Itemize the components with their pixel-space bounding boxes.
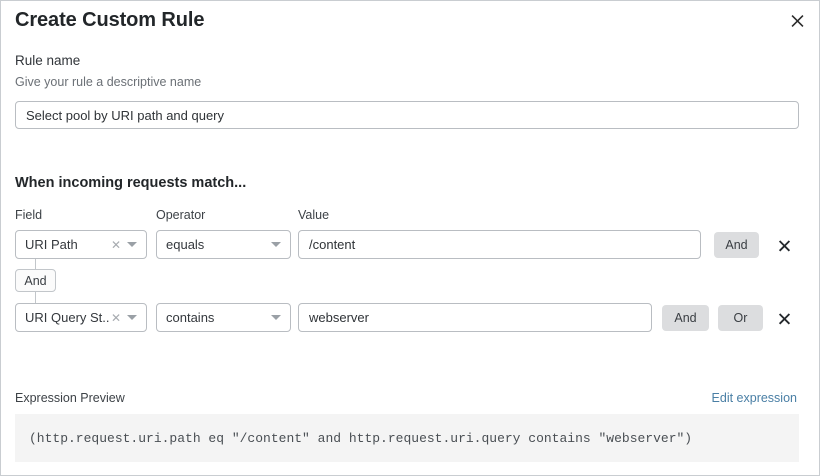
row-1-and-button[interactable]: And (714, 232, 759, 258)
rule-name-label: Rule name (15, 53, 81, 68)
edit-expression-link[interactable]: Edit expression (711, 391, 797, 405)
chevron-down-icon[interactable] (271, 315, 281, 320)
expression-preview-label: Expression Preview (15, 391, 125, 405)
row-2-field-value: URI Query St... (25, 310, 109, 325)
row-2-field-select[interactable]: URI Query St... ✕ (15, 303, 147, 332)
connector-and-badge[interactable]: And (15, 269, 56, 292)
row-1-value-input[interactable] (298, 230, 701, 259)
row-1-operator-select[interactable]: equals (156, 230, 291, 259)
row-1-field-value: URI Path (25, 237, 78, 252)
chevron-down-icon[interactable] (271, 242, 281, 247)
expression-preview-box: (http.request.uri.path eq "/content" and… (15, 414, 799, 462)
rule-name-help-text: Give your rule a descriptive name (15, 75, 202, 89)
chevron-down-icon[interactable] (127, 242, 137, 247)
row-2-value-input[interactable] (298, 303, 652, 332)
row-2-operator-select[interactable]: contains (156, 303, 291, 332)
connector-line-top (35, 259, 36, 269)
row-1-field-select[interactable]: URI Path ✕ (15, 230, 147, 259)
row-1-operator-value: equals (166, 237, 205, 252)
column-header-value: Value (298, 208, 330, 222)
row-2-or-button[interactable]: Or (718, 305, 763, 331)
row-2-delete-icon[interactable] (774, 308, 794, 328)
connector-line-bottom (35, 292, 36, 303)
chevron-down-icon[interactable] (127, 315, 137, 320)
clear-icon[interactable]: ✕ (110, 310, 121, 325)
column-header-field: Field (15, 208, 43, 222)
conditions-heading: When incoming requests match... (15, 175, 247, 191)
dialog-title: Create Custom Rule (15, 9, 205, 31)
column-header-operator: Operator (156, 208, 206, 222)
close-icon[interactable] (785, 8, 809, 32)
row-1-delete-icon[interactable] (774, 235, 794, 255)
rule-name-input[interactable] (15, 101, 799, 129)
expression-preview-text: (http.request.uri.path eq "/content" and… (29, 430, 693, 446)
clear-icon[interactable]: ✕ (110, 237, 121, 252)
row-2-operator-value: contains (166, 310, 215, 325)
row-2-and-button[interactable]: And (662, 305, 709, 331)
